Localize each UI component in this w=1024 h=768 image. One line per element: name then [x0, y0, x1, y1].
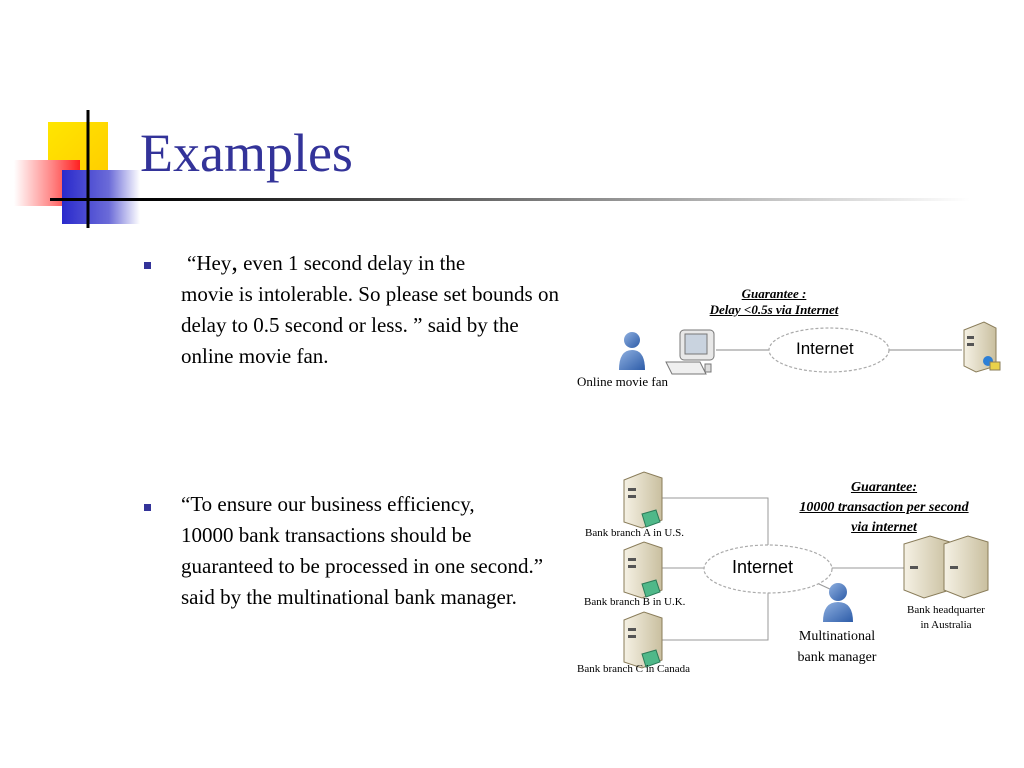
bullet-2-first-line: “To ensure our business efficiency, — [181, 492, 475, 516]
diagram-2-link — [660, 497, 769, 548]
bank-branch-b-label: Bank branch B in U.K. — [584, 596, 686, 608]
diagram-1-guarantee-line-2: Delay <0.5s via Internet — [709, 302, 839, 317]
server-icon — [623, 471, 663, 529]
online-movie-fan-label: Online movie fan — [577, 374, 668, 389]
bank-manager-label: Multinational bank manager — [782, 626, 892, 668]
person-icon — [619, 332, 645, 370]
server-icon — [623, 611, 663, 669]
bank-branch-a-label: Bank branch A in U.S. — [585, 527, 684, 539]
server-cluster-icon — [903, 535, 989, 599]
diagram-2-guarantee-line-3: via internet — [851, 520, 917, 535]
diagram-2-link — [660, 590, 769, 641]
bullet-marker — [144, 504, 151, 511]
bank-manager-line-1: Multinational — [798, 629, 876, 644]
diagram-1-cloud-label: Internet — [796, 339, 854, 358]
person-icon — [823, 583, 853, 622]
bank-headquarter-line-2: in Australia — [920, 619, 972, 631]
diagram-2-guarantee: Guarantee: 10000 transaction per second … — [776, 478, 992, 538]
bullet-2-text: “To ensure our business efficiency, 1000… — [181, 489, 556, 613]
slide-title: Examples — [140, 123, 353, 183]
computer-icon — [665, 329, 715, 375]
diagram-2-guarantee-line-1: Guarantee: — [850, 480, 918, 495]
diagram-1-guarantee-line-1: Guarantee : — [741, 286, 807, 301]
bullet-1-body: movie is intolerable. So please set boun… — [181, 282, 559, 368]
bank-branch-c-label: Bank branch C in Canada — [577, 663, 691, 675]
title-divider — [50, 198, 970, 201]
bullet-1-quote-open: “Hey — [187, 251, 232, 275]
diagram-2-cloud-label: Internet — [732, 557, 794, 577]
bullet-2-body: 10000 bank transactions should be guaran… — [181, 523, 544, 609]
diagram-2-guarantee-line-2: 10000 transaction per second — [799, 500, 969, 515]
bank-headquarter-line-1: Bank headquarter — [907, 604, 985, 616]
server-icon — [963, 321, 1001, 373]
bullet-1-first-line: even 1 second delay in the — [237, 251, 466, 275]
diagram-2-cloud — [703, 544, 833, 594]
server-icon — [623, 541, 663, 599]
bank-manager-line-2: bank manager — [797, 650, 877, 665]
corner-decoration — [14, 110, 140, 228]
diagram-1-guarantee: Guarantee : Delay <0.5s via Internet — [674, 286, 874, 318]
diagram-1-cloud — [768, 327, 890, 373]
bullet-1-comma: , — [231, 247, 238, 276]
bank-headquarter-label: Bank headquarter in Australia — [896, 603, 996, 633]
bullet-1-text: “Hey, even 1 second delay in the movie i… — [181, 246, 571, 372]
bullet-marker — [144, 262, 151, 269]
